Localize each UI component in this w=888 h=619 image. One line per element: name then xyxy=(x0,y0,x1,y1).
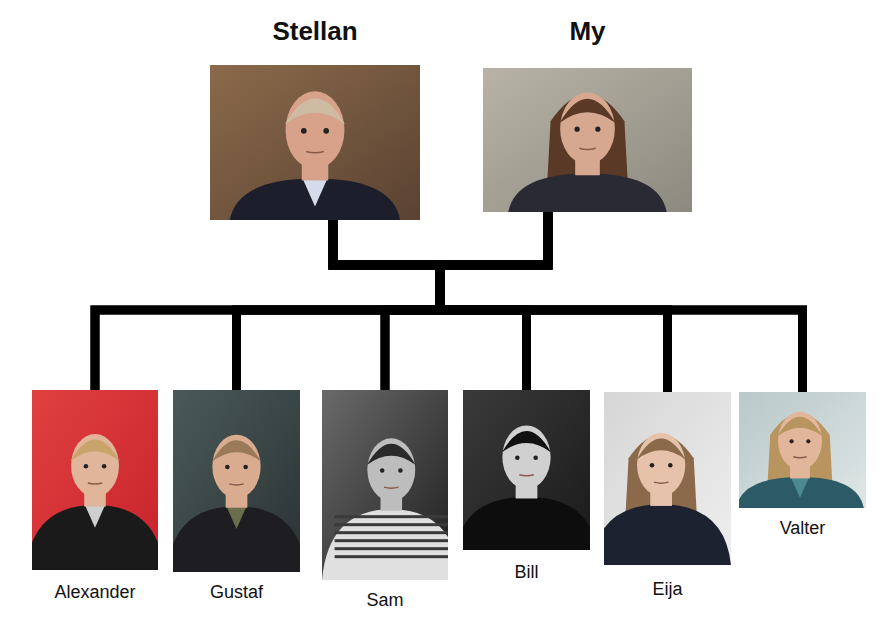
family-connector xyxy=(95,212,548,390)
person-node: Eija xyxy=(604,392,731,565)
person-name: My xyxy=(463,17,712,47)
family-connector xyxy=(333,220,527,390)
person-node: Bill xyxy=(463,390,590,550)
family-connector xyxy=(440,212,548,390)
portrait-photo xyxy=(483,68,692,212)
person-node: My xyxy=(483,68,692,212)
portrait-photo xyxy=(604,392,731,565)
person-name: Alexander xyxy=(12,582,178,603)
person-name: Bill xyxy=(443,562,610,583)
portrait-photo xyxy=(173,390,300,572)
person-name: Eija xyxy=(584,579,751,600)
portrait-photo xyxy=(210,65,420,220)
family-connector xyxy=(385,212,548,390)
family-connector xyxy=(440,212,668,392)
portrait-photo xyxy=(322,390,448,580)
person-node: Stellan xyxy=(210,65,420,220)
portrait-photo xyxy=(739,392,866,508)
portrait-photo xyxy=(463,390,590,550)
person-name: Stellan xyxy=(190,17,440,47)
person-node: Gustaf xyxy=(173,390,300,572)
family-connector xyxy=(440,212,803,392)
person-node: Sam xyxy=(322,390,448,580)
portrait-photo xyxy=(32,390,158,570)
family-connector xyxy=(237,212,549,390)
person-name: Valter xyxy=(719,518,886,539)
family-connector xyxy=(237,220,441,390)
person-node: Valter xyxy=(739,392,866,508)
person-name: Sam xyxy=(302,590,468,611)
person-name: Gustaf xyxy=(153,582,320,603)
person-node: Alexander xyxy=(32,390,158,570)
